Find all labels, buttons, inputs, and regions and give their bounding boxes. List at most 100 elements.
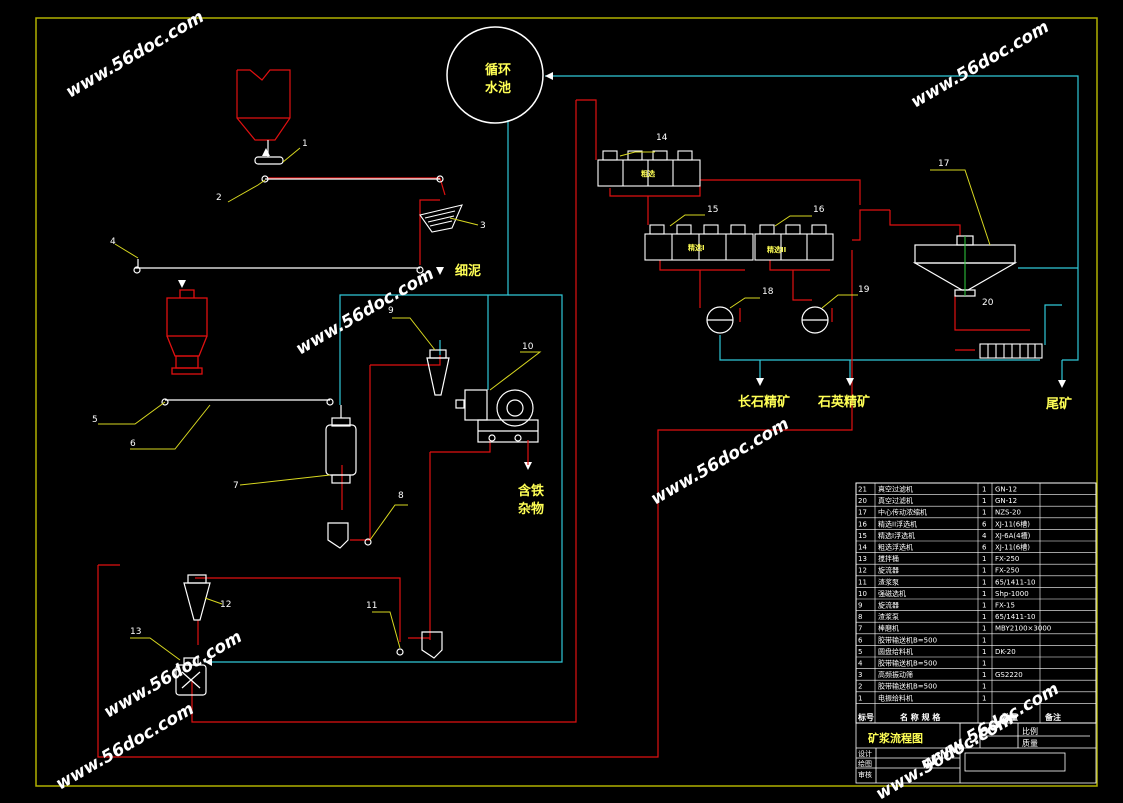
cell-no: 5 [858,648,862,656]
cell-no: 7 [858,625,862,633]
cell-qty: 6 [982,520,987,528]
cell-no: 14 [858,544,867,552]
cell-name: 电振给料机 [878,693,913,702]
cell-qty: 1 [982,486,986,494]
cell-spec: XJ-11(6槽) [995,543,1030,552]
pool-label-1: 循环 [485,62,511,78]
drawing-border [35,17,1098,787]
title-design: 设计 [858,749,872,758]
num-16: 16 [813,205,825,215]
cell-spec: FX-250 [995,555,1019,563]
circulating-pool [446,26,544,124]
cell-spec: 65/1411-10 [995,578,1036,586]
feed-hopper [236,69,291,141]
cell-name: 强磁选机 [878,589,906,598]
cell-spec: GS2220 [995,671,1023,679]
cell-qty: 1 [982,497,986,505]
label-iron-impurity-1: 含铁 [517,483,544,499]
cell-name: 旋流器 [878,601,899,610]
flotation-cleaner-2 [754,224,834,261]
label-cell-16: 精选II [767,245,786,254]
magnetic-separator [455,389,539,443]
cell-qty: 1 [982,648,986,656]
cell-no: 2 [858,683,862,691]
cell-no: 8 [858,613,862,621]
title-block [855,722,1097,784]
pool-label-2: 水池 [485,80,511,96]
cell-name: 精选I浮选机 [878,531,915,540]
flow-arrows [178,72,1066,666]
num-5: 5 [92,415,98,425]
cell-spec: Shp-1000 [995,590,1029,598]
num-2: 2 [216,193,222,203]
sump-8 [327,522,372,549]
cell-name: 胶带输送机B=500 [878,682,937,691]
cell-name: 搅拌桶 [878,554,899,563]
vacuum-filter-19 [801,306,829,334]
cell-name: 圆盘给料机 [878,647,913,656]
cell-name: 真空过滤机 [878,496,913,505]
num-1: 1 [302,139,308,149]
cell-qty: 1 [982,509,986,517]
cyclone-12 [183,574,211,621]
cell-name: 棒磨机 [878,624,899,633]
num-10: 10 [522,342,534,352]
cell-qty: 1 [982,671,986,679]
num-3: 3 [480,221,486,231]
cell-qty: 1 [982,683,986,691]
num-19: 19 [858,285,870,295]
conveyors [133,175,444,406]
cell-name: 渣浆泵 [878,612,899,621]
label-iron-impurity-2: 杂物 [518,501,544,517]
cell-no: 13 [858,555,867,563]
num-6: 6 [130,439,136,449]
cell-spec: DK-20 [995,648,1016,656]
num-17: 17 [938,159,949,169]
header-remark: 备注 [1044,712,1061,722]
cell-name: 高频振动筛 [878,670,913,679]
cell-qty: 1 [982,602,986,610]
label-tailings: 尾矿 [1046,396,1072,412]
cell-no: 20 [858,497,867,505]
ore-bin [166,289,208,375]
label-cell-15: 精选I [688,243,705,252]
title-black-box [964,752,1066,772]
num-11: 11 [366,601,377,611]
flotation-cleaner-1 [644,224,754,261]
num-4: 4 [110,237,116,247]
water-lines [205,75,1079,663]
rod-mill [325,405,357,484]
num-13: 13 [130,627,141,637]
cell-name: 渣浆泵 [878,577,899,586]
cell-no: 17 [858,509,867,517]
cell-no: 21 [858,486,867,494]
title-text: 矿浆流程图 [868,731,923,745]
cell-no: 4 [858,660,863,668]
cell-spec: XJ-11(6槽) [995,519,1030,528]
header-qty: 数量 [1002,712,1018,722]
cell-spec: XJ-6A(4槽) [995,531,1031,540]
cell-qty: 1 [982,578,986,586]
num-20: 20 [982,298,994,308]
cell-name: 真空过滤机 [878,485,913,494]
header-name: 名 称 规 格 [900,712,941,722]
cell-spec: FX-15 [995,602,1015,610]
cell-no: 6 [858,636,863,644]
num-15: 15 [707,205,718,215]
cell-qty: 1 [982,636,986,644]
belt-filter [979,343,1043,359]
num-9: 9 [388,306,394,316]
cell-no: 15 [858,532,867,540]
cell-name: 胶带输送机B=500 [878,635,937,644]
cell-qty: 1 [982,613,986,621]
num-8: 8 [398,491,404,501]
header-no: 标号 [857,712,874,722]
num-14: 14 [656,133,668,143]
sump-11 [396,631,443,659]
cell-qty: 1 [982,694,986,702]
leader-lines [98,147,991,661]
title-draw: 绘图 [858,759,872,768]
flotation-rougher [597,150,701,187]
cell-spec: FX-250 [995,567,1019,575]
